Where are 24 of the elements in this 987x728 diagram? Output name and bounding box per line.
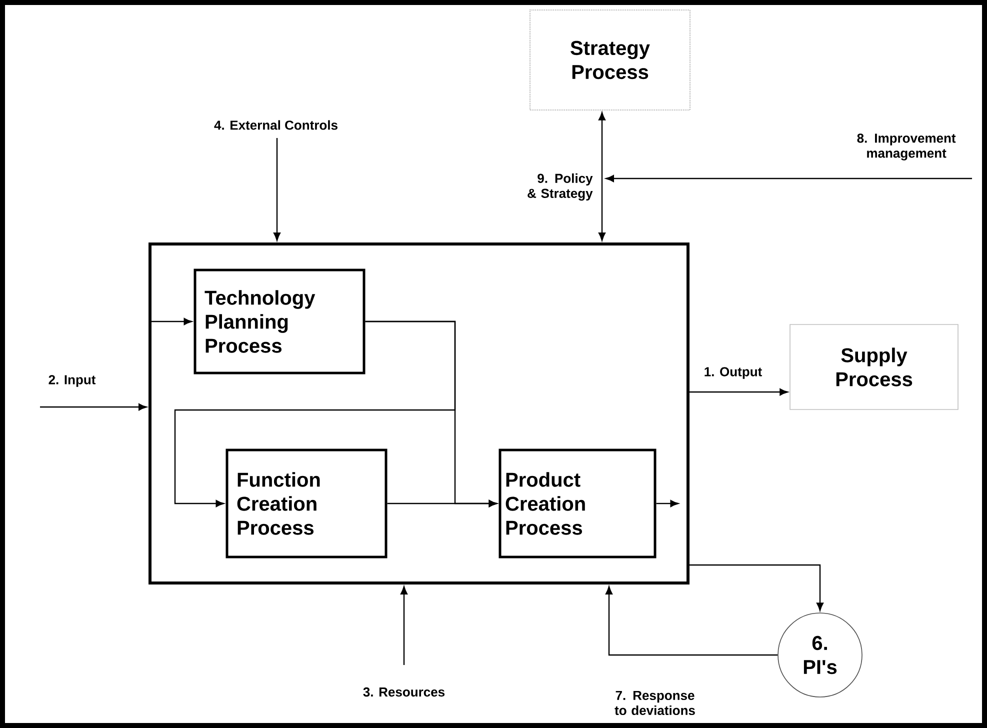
edge-label: 3. Resources xyxy=(363,687,445,697)
process-box: Product Creation Process xyxy=(498,448,656,558)
arrow xyxy=(690,388,788,396)
edge-label: 1. Output xyxy=(704,367,762,379)
edge-label: 4. External Controls xyxy=(214,120,338,130)
arrow xyxy=(606,586,778,656)
edge-label: 2. Input xyxy=(48,375,96,387)
process-box: Strategy Process xyxy=(530,10,690,110)
edge-label: 7. Response to deviations xyxy=(614,690,695,716)
edge-label: 8. Improvement management xyxy=(857,134,956,160)
arrow xyxy=(387,500,498,508)
arrow xyxy=(656,500,679,508)
process-box: Technology Planning Process xyxy=(194,268,366,374)
arrow xyxy=(40,403,147,411)
arrow xyxy=(598,112,606,241)
arrow xyxy=(273,138,281,241)
edge-label: 9. Policy & Strategy xyxy=(528,173,593,201)
process-box: Function Creation Process xyxy=(226,448,388,558)
arrow xyxy=(400,586,408,665)
process-box xyxy=(148,242,690,584)
process-box: Supply Process xyxy=(790,324,958,410)
arrow xyxy=(690,564,824,611)
arrow xyxy=(606,174,972,182)
arrow xyxy=(148,318,192,326)
